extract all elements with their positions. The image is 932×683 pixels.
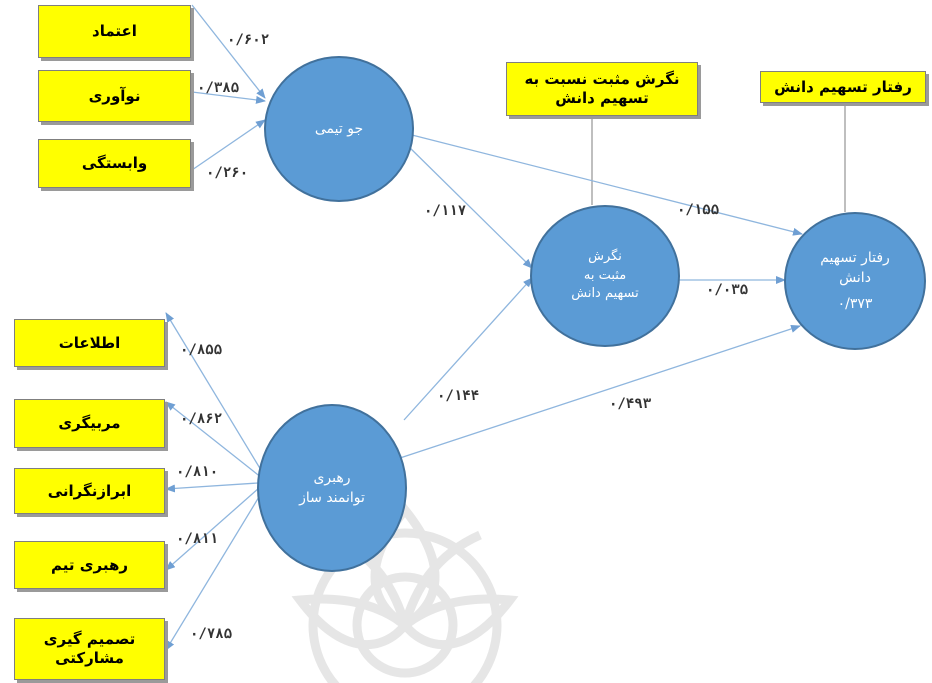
coef-leadership-behavior: ۰/۴۹۳: [609, 396, 652, 412]
arrow-climate-behavior: [411, 134, 803, 236]
indicator-box-etemad: اعتماد: [38, 5, 191, 58]
coef-attitude-behavior: ۰/۰۳۵: [706, 282, 749, 298]
r-squared-value: ۰/۳۷۳: [837, 296, 873, 313]
construct-empowering-leadership: رهبری توانمند ساز: [257, 404, 407, 572]
indicator-label: ابرازنگرانی: [47, 481, 132, 500]
indicator-label: اعتماد: [92, 22, 137, 41]
indicator-box-abzarnegari: ابرازنگرانی: [14, 468, 165, 514]
construct-knowledge-sharing-behavior: رفتار تسهیم دانش ۰/۳۷۳: [784, 212, 926, 350]
arrow-abzarnegari: [165, 482, 259, 493]
construct-label-line: مثبت به: [583, 267, 627, 283]
arrow-leadership-behavior: [399, 325, 801, 459]
indicator-box-behavior-item: رفتار تسهیم دانش: [760, 71, 926, 103]
indicator-box-morabigari: مربیگری: [14, 399, 165, 448]
indicator-box-noavari: نوآوری: [38, 70, 191, 122]
arrow-etemad: [191, 4, 266, 99]
coef-climate-attitude: ۰/۱۱۷: [424, 203, 467, 219]
indicator-label: نگرش مثبت نسبت به تسهیم دانش: [524, 70, 680, 107]
coef-climate-behavior: ۰/۱۵۵: [677, 202, 720, 218]
indicator-label: وابستگی: [81, 154, 148, 173]
construct-label-line: تسهیم دانش: [571, 286, 639, 302]
coef-leadership-attitude: ۰/۱۴۴: [437, 388, 480, 404]
construct-attitude: نگرش مثبت به تسهیم دانش: [530, 205, 680, 347]
coef-etelaat: ۰/۸۵۵: [180, 342, 223, 358]
indicator-label: نوآوری: [88, 86, 141, 105]
coef-etemad: ۰/۶۰۲: [227, 32, 270, 48]
construct-label-line: رفتار تسهیم: [820, 249, 890, 266]
arrow-tasmimgiri: [165, 491, 263, 651]
construct-label-line: نگرش: [588, 248, 622, 264]
indicator-box-tasmimgiri: تصمیم گیری مشارکتی: [14, 618, 165, 680]
indicator-label: رهبری تیم: [51, 555, 128, 574]
arrow-etelaat: [165, 312, 265, 476]
arrow-morabigari: [165, 401, 263, 479]
indicator-label: مربیگری: [58, 414, 121, 433]
indicator-box-rahbari-tim: رهبری تیم: [14, 541, 165, 589]
indicator-box-vabastegi: وابستگی: [38, 139, 191, 188]
arrow-rahbari-tim: [165, 487, 260, 571]
coef-vabastegi: ۰/۲۶۰: [206, 165, 249, 181]
indicator-box-attitude-item: نگرش مثبت نسبت به تسهیم دانش: [506, 62, 698, 116]
construct-label-line: دانش: [839, 269, 871, 286]
coef-noavari: ۰/۳۸۵: [197, 80, 240, 96]
construct-team-climate: جو تیمی: [264, 56, 414, 202]
construct-label-line: رهبری: [313, 469, 351, 486]
coef-abzarnegari: ۰/۸۱۰: [176, 464, 219, 480]
arrow-climate-attitude: [403, 141, 533, 269]
coef-tasmimgiri: ۰/۷۸۵: [190, 626, 233, 642]
indicator-label: رفتار تسهیم دانش: [774, 77, 912, 96]
arrow-leadership-attitude: [403, 277, 533, 421]
coef-rahbari-tim: ۰/۸۱۱: [176, 531, 219, 547]
indicator-label: اطلاعات: [58, 333, 121, 352]
construct-label-line: توانمند ساز: [299, 490, 365, 506]
arrow-vabastegi: [191, 119, 266, 171]
construct-label: جو تیمی: [314, 120, 364, 137]
indicator-box-etelaat: اطلاعات: [14, 319, 165, 367]
indicator-label: تصمیم گیری مشارکتی: [43, 630, 136, 667]
arrow-noavari: [191, 91, 266, 104]
coef-morabigari: ۰/۸۶۲: [180, 411, 223, 427]
